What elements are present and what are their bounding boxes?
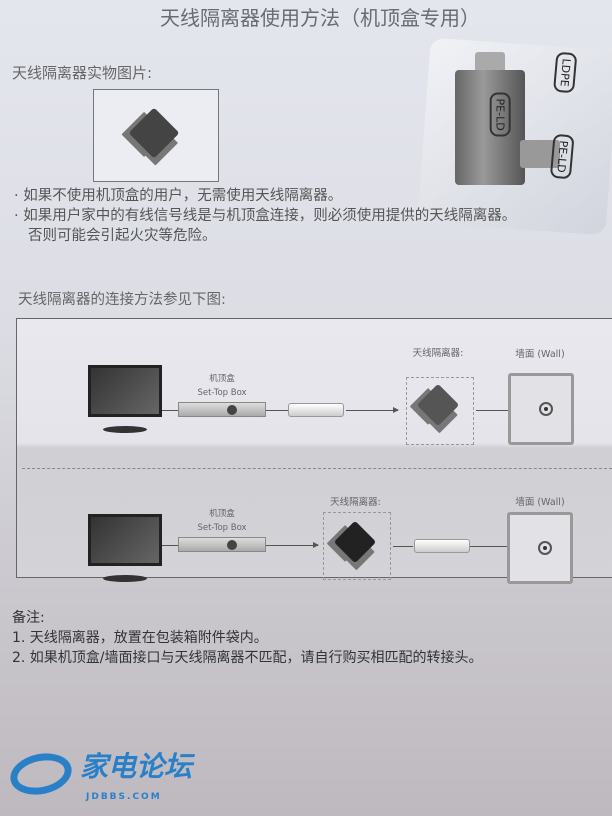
isolator-box: [406, 377, 474, 445]
connector-side: [520, 140, 560, 168]
arrow-icon: [266, 542, 319, 548]
logo-mark-icon: [6, 747, 76, 801]
page-title: 天线隔离器使用方法（机顶盒专用）: [160, 6, 480, 30]
isolator-label: 天线隔离器:: [330, 497, 381, 508]
tv-icon: [88, 365, 162, 417]
notes-heading: 备注:: [12, 610, 45, 626]
watermark-cn: 家电论坛: [80, 750, 193, 783]
stb-label-en: Set-Top Box: [197, 523, 247, 533]
note-item: 1. 天线隔离器，放置在包装箱附件袋内。: [12, 630, 268, 646]
wall-label: 墙面 (Wall): [515, 349, 565, 360]
recycle-label: PE-LD: [489, 92, 511, 137]
tv-icon: [88, 514, 162, 566]
isolator-icon: [416, 383, 460, 427]
recycle-label: PE-LD: [549, 133, 575, 180]
set-top-box-icon: [178, 537, 266, 552]
recycle-label: LDPE: [552, 51, 578, 94]
bullet-text: · 如果不使用机顶盒的用户，无需使用天线隔离器。: [14, 188, 343, 204]
isolator-part: [455, 70, 525, 185]
wall-socket-icon: [508, 373, 574, 445]
cable-plug-icon: [414, 539, 470, 553]
tv-stand: [103, 426, 147, 433]
bullet-text: 否则可能会引起火灾等危险。: [28, 228, 217, 244]
divider: [22, 468, 612, 469]
isolator-photo: [93, 89, 219, 182]
wall-socket-icon: [507, 512, 573, 584]
stb-label-cn: 机顶盒: [209, 374, 235, 384]
watermark-en: JDBBS.COM: [86, 792, 162, 802]
photo-heading: 天线隔离器实物图片:: [12, 64, 153, 82]
set-top-box-icon: [178, 402, 266, 417]
stb-label-cn: 机顶盒: [209, 509, 235, 519]
isolator-image: [128, 107, 180, 159]
note-item: 2. 如果机顶盒/墙面接口与天线隔离器不匹配，请自行购买相匹配的转接头。: [12, 650, 483, 666]
tv-stand: [103, 575, 147, 582]
stb-label-en: Set-Top Box: [197, 388, 247, 398]
connection-heading: 天线隔离器的连接方法参见下图:: [18, 292, 226, 308]
arrow-icon: [346, 407, 399, 413]
isolator-label: 天线隔离器:: [412, 348, 464, 359]
isolator-box: [323, 512, 391, 580]
wall-label: 墙面 (Wall): [515, 497, 565, 508]
isolator-icon: [333, 520, 377, 564]
bullet-text: · 如果用户家中的有线信号线是与机顶盒连接，则必须使用提供的天线隔离器。: [14, 208, 517, 224]
cable-plug-icon: [288, 403, 344, 417]
